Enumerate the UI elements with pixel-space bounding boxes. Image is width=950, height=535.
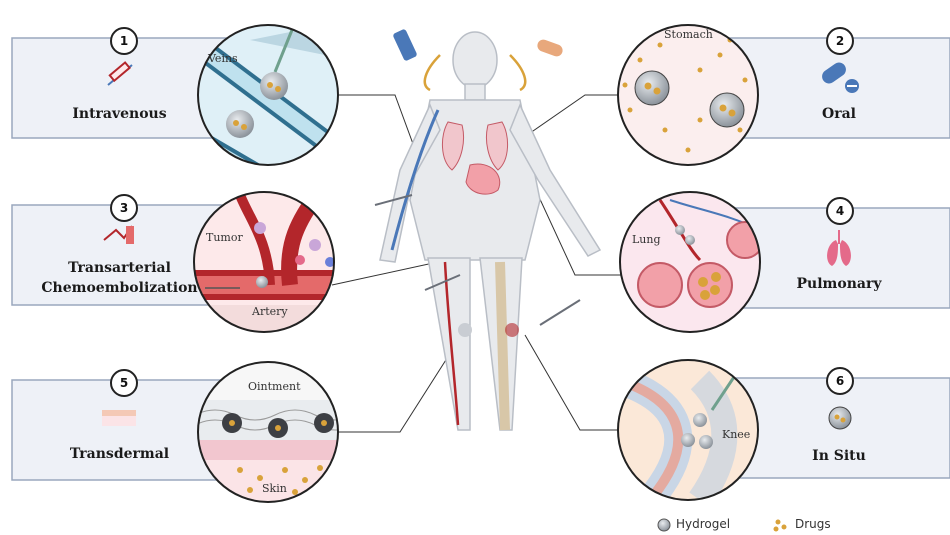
- legend-drugs: Drugs: [795, 517, 831, 531]
- stomach-illustration: [618, 25, 758, 165]
- tag-tumor: Tumor: [206, 231, 243, 244]
- inhaler-icon: [392, 28, 417, 61]
- human-body-figure: [380, 32, 600, 430]
- capsule-icon: [536, 38, 565, 58]
- skin-layers-icon: [102, 410, 136, 426]
- route-label-in-situ: In Situ: [728, 448, 950, 464]
- route-label-intravenous: Intravenous: [12, 106, 227, 122]
- route-number-2: 2: [826, 27, 854, 55]
- tag-skin: Skin: [262, 482, 287, 495]
- route-label-tace-line2: Chemoembolization: [12, 280, 227, 296]
- tag-knee: Knee: [722, 428, 750, 441]
- route-number-1: 1: [110, 27, 138, 55]
- tag-lung: Lung: [632, 233, 661, 246]
- route-label-pulmonary: Pulmonary: [728, 276, 950, 292]
- route-number-4: 4: [826, 197, 854, 225]
- tag-artery: Artery: [252, 305, 288, 318]
- route-number-3: 3: [110, 194, 138, 222]
- tag-veins: Veins: [208, 52, 238, 65]
- legend-hydrogel: Hydrogel: [676, 517, 730, 531]
- route-number-5: 5: [110, 369, 138, 397]
- legend-drugs-icon: [774, 520, 787, 532]
- route-label-oral: Oral: [728, 106, 950, 122]
- hydrogel-icon: [829, 407, 851, 429]
- tag-stomach: Stomach: [664, 28, 713, 41]
- route-number-6: 6: [826, 367, 854, 395]
- route-label-transdermal: Transdermal: [12, 446, 227, 462]
- route-label-tace-line1: Transarterial: [12, 260, 227, 276]
- legend-hydrogel-icon: [658, 519, 670, 531]
- tag-ointment: Ointment: [248, 380, 301, 393]
